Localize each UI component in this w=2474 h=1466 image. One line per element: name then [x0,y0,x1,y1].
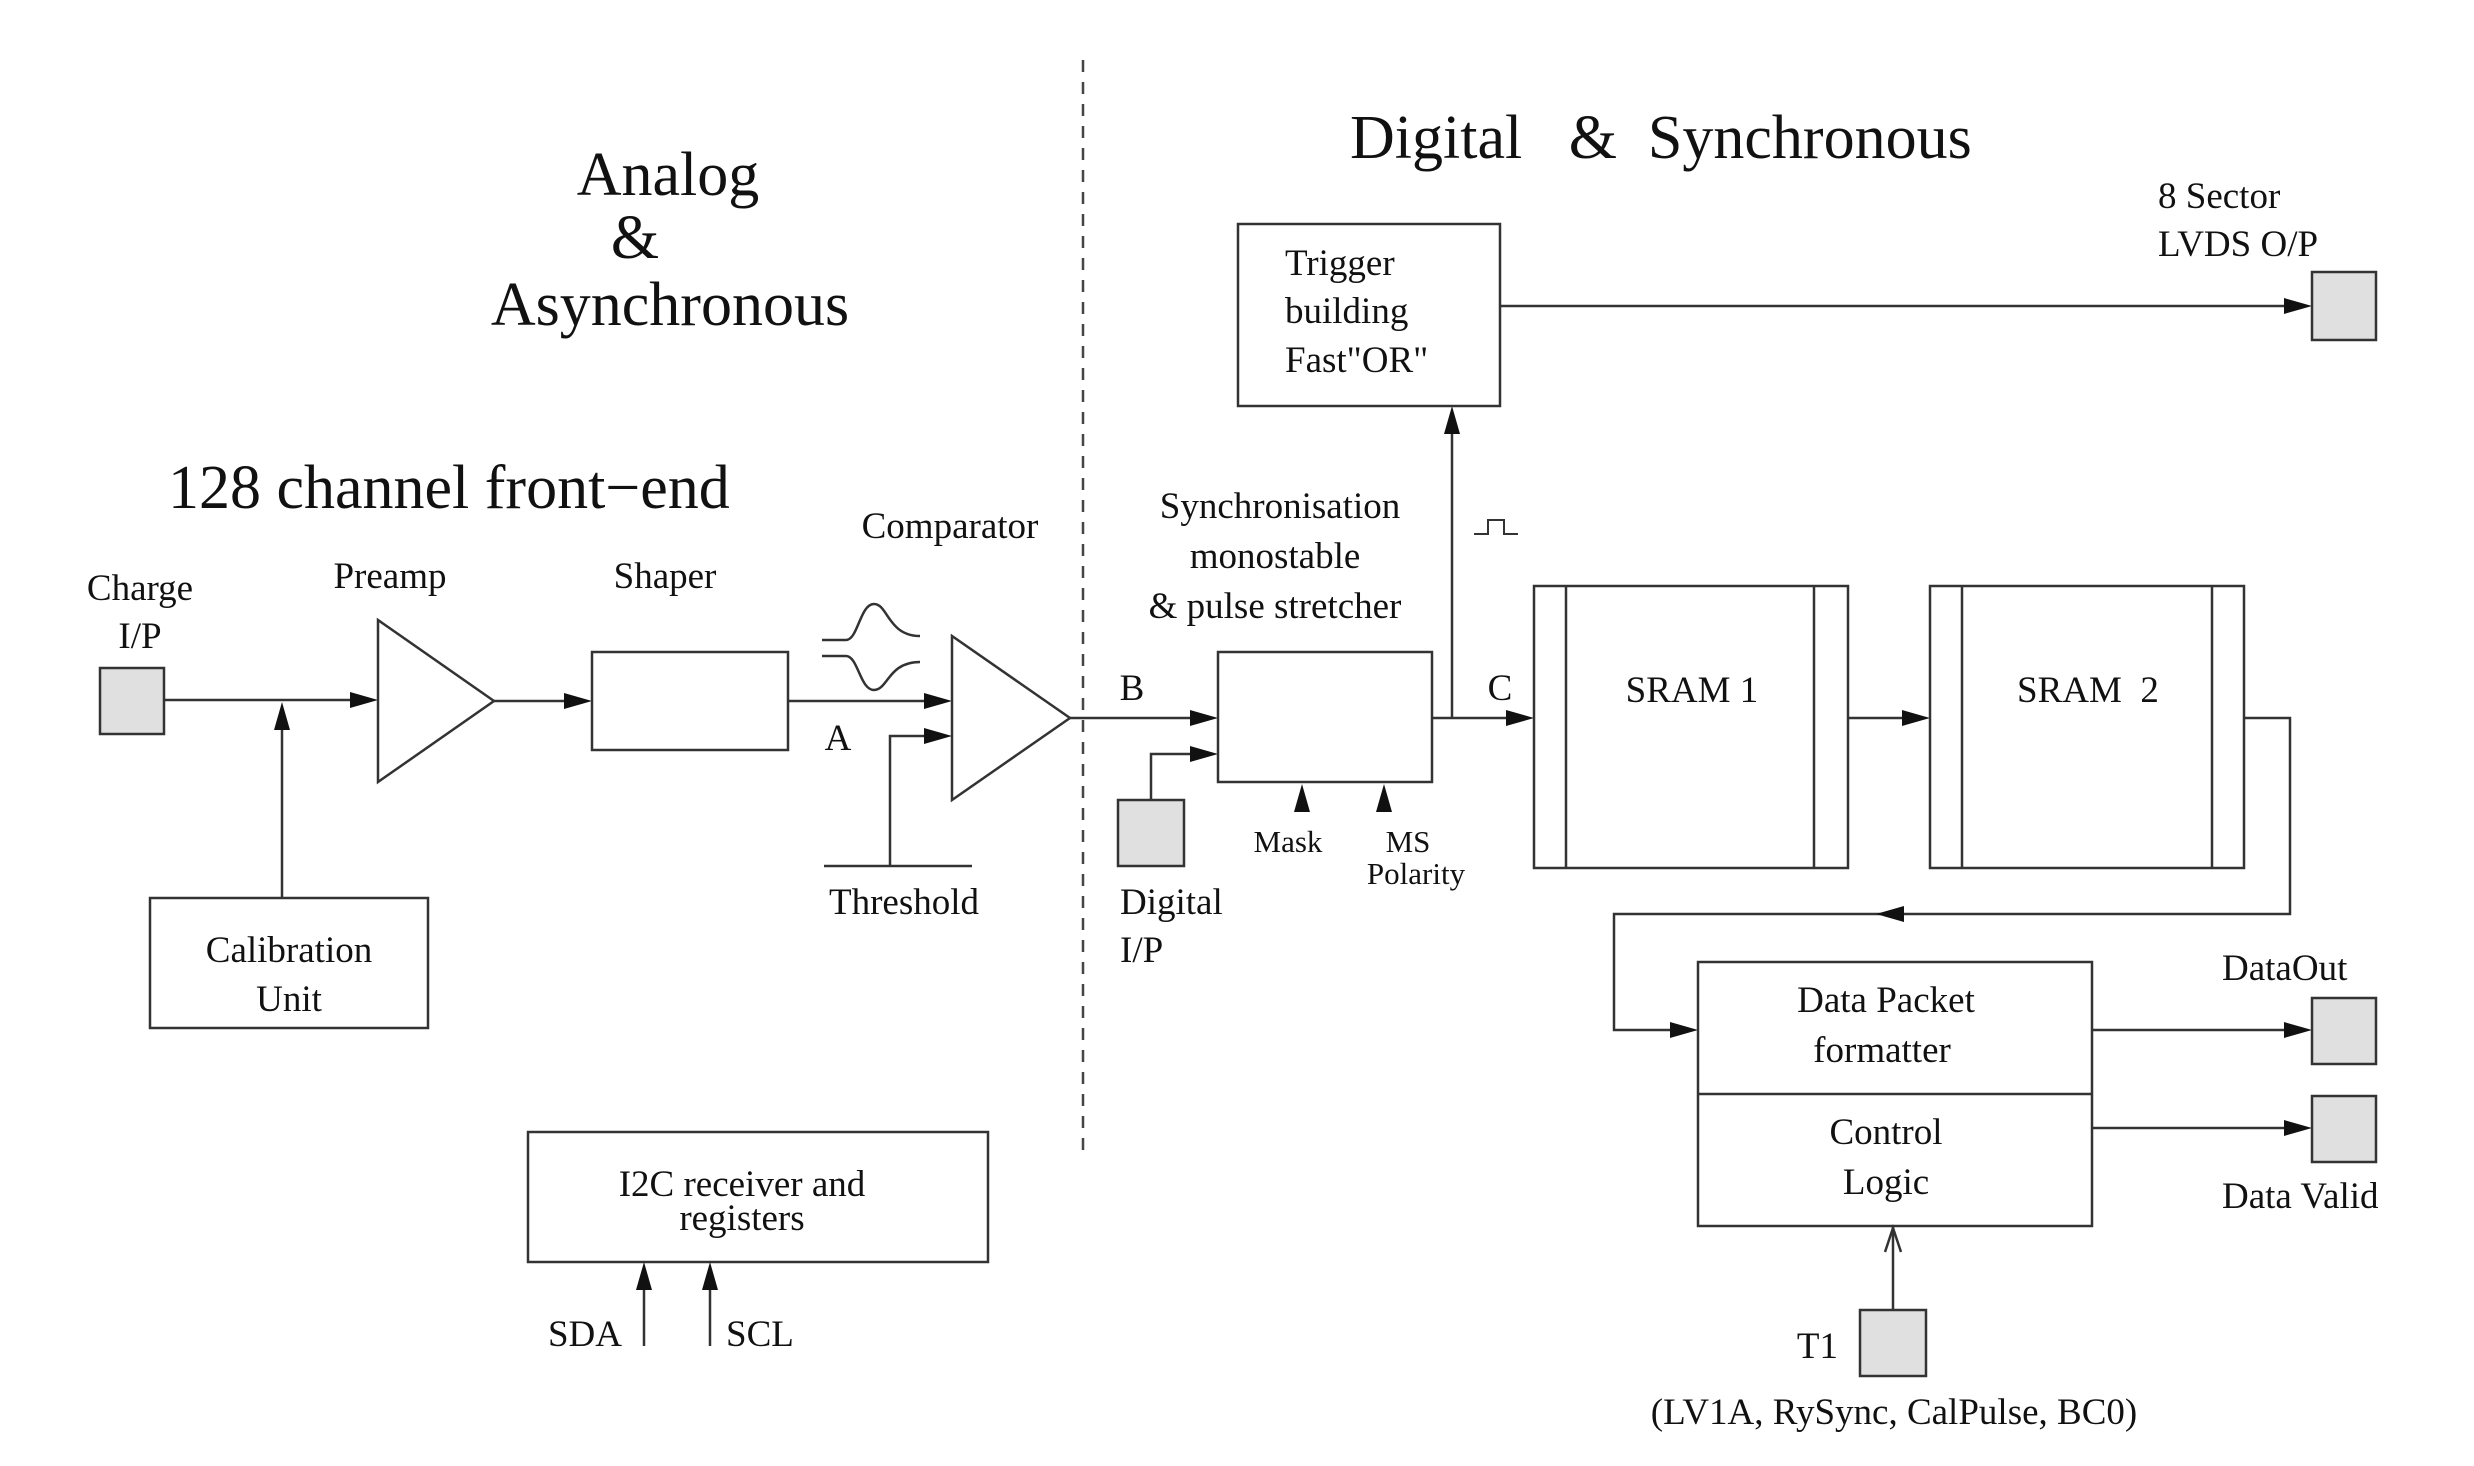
dataout-pin [2310,996,2378,1066]
arrow-calibration [274,702,290,730]
wire-digital-input [1149,752,1192,800]
digital-input-label-line2: I/P [1120,930,1163,971]
sync-label-line3: & pulse stretcher [1149,586,1402,627]
arrow-control-in [1883,1224,1903,1253]
sync-label-line1: Synchronisation [1160,486,1400,527]
arrow-sync-in-digital [1190,746,1218,762]
calibration-unit-box [148,896,430,1030]
i2c-label-line1: I2C receiver and [619,1164,866,1205]
digital-input-pin [1116,798,1186,868]
comparator-label: Comparator [862,506,1039,547]
arrow-dataout [2284,1022,2312,1038]
shaper-box [590,650,790,752]
lvds-label-line2: LVDS O/P [2158,224,2318,265]
t1-label: T1 [1797,1326,1838,1367]
heading-analog-line2: & [611,204,659,272]
lvds-output-pin [2310,270,2378,342]
node-a-label: A [825,718,852,759]
mask-label: Mask [1254,824,1323,859]
t1-signals-label: (LV1A, RySync, CalPulse, BC0) [1651,1392,2137,1433]
arrow-return-path [1876,906,1904,922]
arrow-sram2-in [1902,710,1930,726]
lvds-label-line1: 8 Sector [2158,176,2280,217]
shaped-pulse-icon [822,602,921,692]
arrow-sda [636,1262,652,1290]
sram2-box [1928,584,2246,870]
charge-input-label-line1: Charge [87,568,193,609]
heading-analog-line3: Asynchronous [491,271,849,339]
wire-threshold [888,734,926,866]
formatter-label-line1: Data Packet [1797,980,1975,1021]
arrow-formatter-in [1670,1022,1698,1038]
sram2-label: SRAM 2 [2017,670,2159,711]
sram1-label: SRAM 1 [1626,670,1759,711]
node-c-label: C [1488,668,1513,709]
sda-label: SDA [548,1314,622,1355]
arrow-mask [1294,784,1310,812]
comparator-triangle [950,633,1073,803]
threshold-label: Threshold [829,882,980,923]
trigger-label-line3: Fast"OR" [1285,340,1428,381]
arrow-threshold-in [924,728,952,744]
calibration-unit-label-line1: Calibration [206,930,372,971]
t1-input-pin [1858,1308,1928,1378]
control-logic-label-line1: Control [1829,1112,1942,1153]
node-b-label: B [1120,668,1145,709]
heading-digital: Digital & Synchronous [1350,104,1972,172]
arrow-shaper-in [564,693,592,709]
wire-sram2-formatter [1612,716,2292,1032]
arrow-sram1-in [1506,710,1534,726]
preamp-label: Preamp [333,556,446,597]
control-logic-label-line2: Logic [1843,1162,1929,1203]
datavalid-label: Data Valid [2222,1176,2379,1217]
arrow-scl [702,1262,718,1290]
sram1-box [1532,584,1850,870]
i2c-label-line2: registers [679,1198,804,1239]
arrow-comparator-in [924,693,952,709]
scl-label: SCL [726,1314,794,1355]
pulse-icon [1474,519,1518,535]
digital-input-label-line1: Digital [1120,882,1223,923]
preamp-triangle [376,617,497,785]
datavalid-pin [2310,1094,2378,1164]
heading-front-end: 128 channel front−end [168,454,730,522]
arrow-trigger-in [1444,406,1460,434]
sync-label-line2: monostable [1190,536,1361,577]
arrow-sync-in-b [1190,710,1218,726]
ms-polarity-label-line1: MS [1386,824,1431,859]
trigger-label-line2: building [1285,291,1408,332]
trigger-box [1236,222,1502,408]
arrow-ms-polarity [1376,784,1392,812]
i2c-box [526,1130,990,1264]
dataout-label: DataOut [2222,948,2348,989]
arrow-datavalid [2284,1120,2312,1136]
arrow-preamp-in [350,692,378,708]
heading-analog-line1: Analog [577,141,760,209]
sync-box [1216,650,1434,784]
charge-input-pin [98,666,166,736]
charge-input-label-line2: I/P [118,616,161,657]
ms-polarity-label-line2: Polarity [1367,856,1466,891]
arrow-lvds-out [2284,298,2312,314]
trigger-label-line1: Trigger [1285,243,1395,284]
shaper-label: Shaper [614,556,717,597]
formatter-label-line2: formatter [1813,1030,1951,1071]
calibration-unit-label-line2: Unit [256,979,323,1020]
